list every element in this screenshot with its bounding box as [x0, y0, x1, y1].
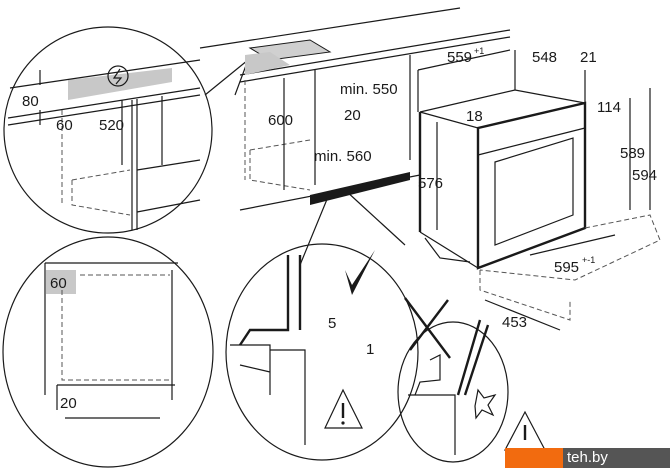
- dim-panel-height: 114: [597, 99, 621, 116]
- plinth: [310, 172, 410, 205]
- dim-min-width-top: min. 550: [340, 81, 398, 98]
- socket-detail-circle: 80 60 520: [3, 26, 250, 234]
- dim-socket-height: 80: [22, 93, 39, 110]
- dim-gap: 20: [344, 107, 361, 124]
- dim-top-offset: 18: [466, 108, 483, 125]
- checkmark-icon: [345, 250, 375, 295]
- dim-front-depth: 21: [580, 49, 597, 66]
- dim-oven-height-inner: 589: [620, 145, 645, 162]
- clearance-detail-circle: 60 20: [2, 236, 214, 468]
- dim-body-height: 576: [418, 175, 443, 192]
- warning-icon: [324, 388, 363, 429]
- electric-socket-icon: [107, 65, 129, 87]
- dim-oven-depth: 548: [532, 49, 557, 66]
- dim-oven-width: 559: [447, 49, 472, 66]
- warning-icon-2: [504, 410, 546, 451]
- dim-cabinet-height: 600: [268, 112, 293, 129]
- correct-installation-detail: 5 1: [225, 189, 419, 461]
- dim-socket-offset: 60: [56, 117, 73, 134]
- dim-gap-bottom: 1: [366, 341, 374, 358]
- dim-oven-width-tol: +1: [474, 46, 484, 56]
- impact-icon: [474, 388, 497, 420]
- dim-door-depth: 453: [502, 314, 527, 331]
- watermark-text: teh.by: [563, 448, 670, 468]
- dim-min-width-bottom: min. 560: [314, 148, 372, 165]
- dim-oven-height: 594: [632, 167, 657, 184]
- incorrect-installation-detail: [397, 297, 546, 463]
- dim-gap-top: 5: [328, 315, 336, 332]
- dim-front-width: 595: [554, 259, 579, 276]
- dim-bottom-clearance: 20: [60, 395, 77, 412]
- watermark: teh.by: [505, 448, 670, 468]
- cross-icon: [404, 297, 451, 359]
- lightning-icon: [112, 68, 123, 85]
- oven: 559 +1 548 21 18 114 589 594 576 595 +-1…: [417, 46, 661, 331]
- watermark-logo: [505, 448, 563, 468]
- dim-front-width-tol: +-1: [582, 255, 595, 265]
- dim-side-clearance: 60: [50, 275, 67, 292]
- cabinet: 600 min. 550 20 min. 560: [199, 7, 511, 211]
- dim-socket-depth: 520: [99, 117, 124, 134]
- socket-zone: [68, 68, 172, 100]
